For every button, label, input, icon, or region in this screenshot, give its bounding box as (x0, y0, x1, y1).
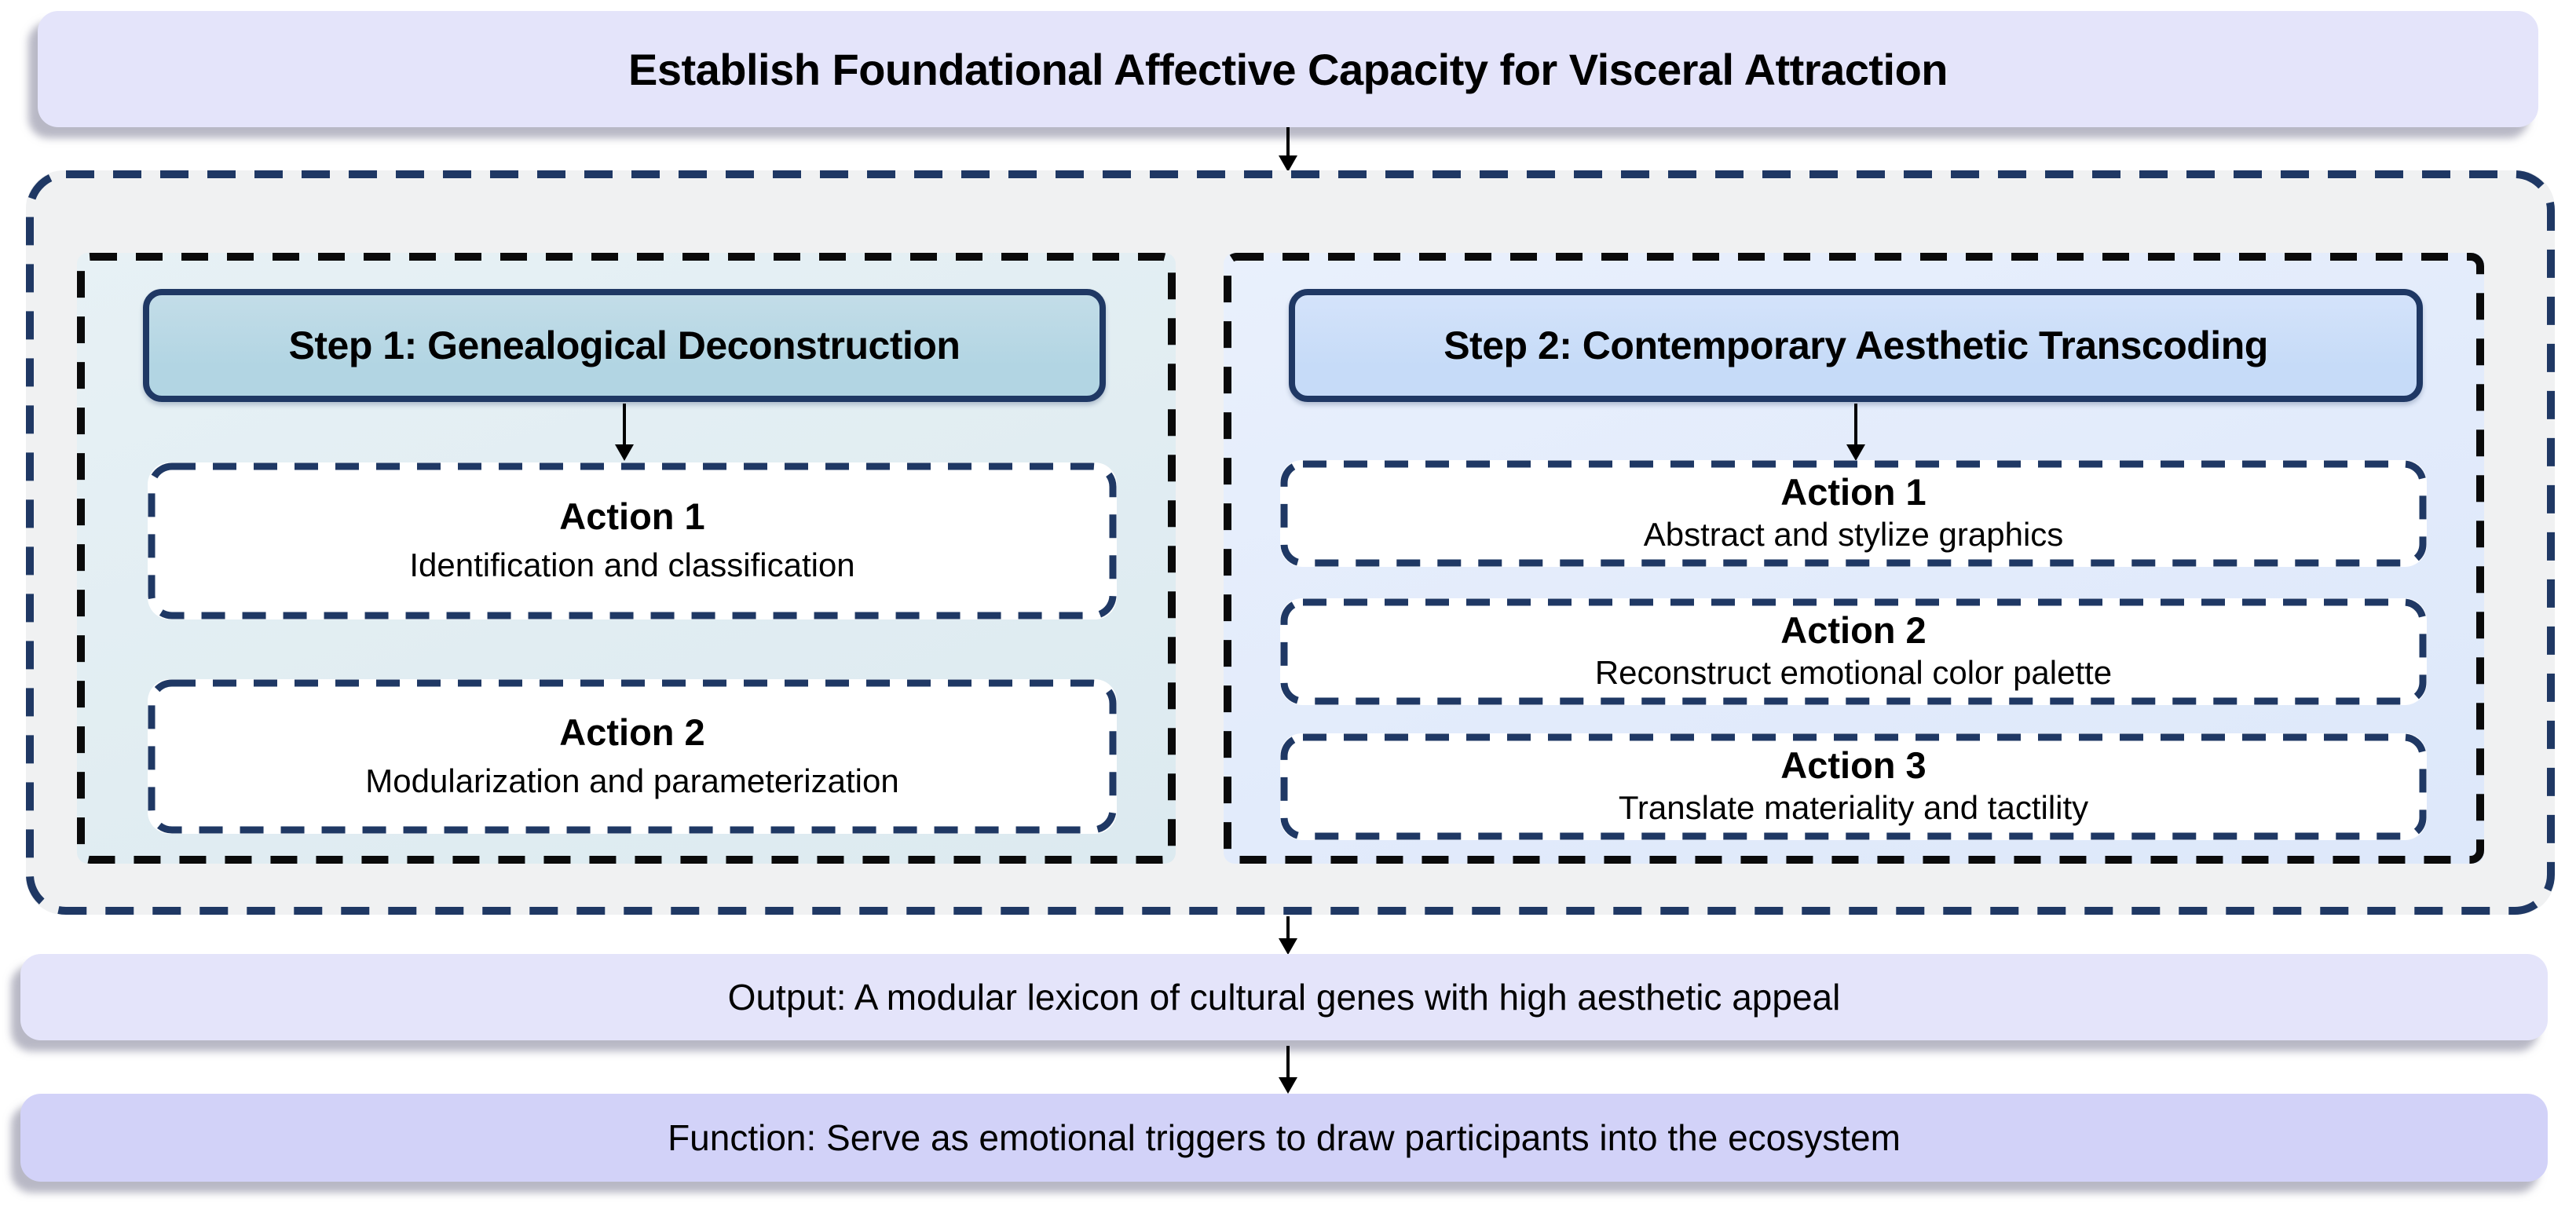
step2-action-3-title: Action 3 (1780, 744, 1927, 787)
step1-action-1-title: Action 1 (559, 495, 705, 538)
step2-header: Step 2: Contemporary Aesthetic Transcodi… (1289, 289, 2423, 402)
arrow-down-output-to-function (1286, 1046, 1290, 1077)
step2-header-label: Step 2: Contemporary Aesthetic Transcodi… (1444, 323, 2268, 367)
step1-header: Step 1: Genealogical Deconstruction (143, 289, 1106, 402)
title-banner: Establish Foundational Affective Capacit… (38, 11, 2538, 127)
step2-action-2-box: Action 2 Reconstruct emotional color pal… (1280, 598, 2427, 705)
step1-action-1-dashed-border (148, 462, 1117, 619)
step1-action-2-subtitle: Modularization and parameterization (365, 762, 899, 799)
step1-header-label: Step 1: Genealogical Deconstruction (288, 323, 961, 367)
step2-action-1-box: Action 1 Abstract and stylize graphics (1280, 460, 2427, 567)
step1-action-1-box: Action 1 Identification and classificati… (148, 462, 1117, 619)
function-banner-label: Function: Serve as emotional triggers to… (668, 1117, 1901, 1158)
function-banner: Function: Serve as emotional triggers to… (20, 1094, 2548, 1182)
step1-action-2-title: Action 2 (559, 711, 705, 753)
diagram-title: Establish Foundational Affective Capacit… (628, 44, 1948, 94)
arrow-down-step1-to-actions (623, 404, 626, 444)
output-banner-label: Output: A modular lexicon of cultural ge… (727, 977, 1841, 1018)
step1-action-1-subtitle: Identification and classification (409, 546, 855, 584)
arrow-down-step2-to-actions (1854, 404, 1857, 444)
step2-action-1-subtitle: Abstract and stylize graphics (1643, 516, 2064, 554)
step1-action-2-dashed-border (148, 679, 1117, 834)
step2-action-3-subtitle: Translate materiality and tactility (1618, 789, 2089, 827)
arrow-down-title-to-container (1286, 127, 1290, 155)
step2-action-3-box: Action 3 Translate materiality and tacti… (1280, 733, 2427, 840)
output-banner: Output: A modular lexicon of cultural ge… (20, 954, 2548, 1040)
step1-action-2-box: Action 2 Modularization and parameteriza… (148, 679, 1117, 834)
arrow-down-container-to-output (1286, 916, 1290, 938)
step2-action-2-title: Action 2 (1780, 609, 1927, 652)
step2-action-1-title: Action 1 (1780, 471, 1927, 513)
step2-action-2-subtitle: Reconstruct emotional color palette (1594, 654, 2113, 692)
